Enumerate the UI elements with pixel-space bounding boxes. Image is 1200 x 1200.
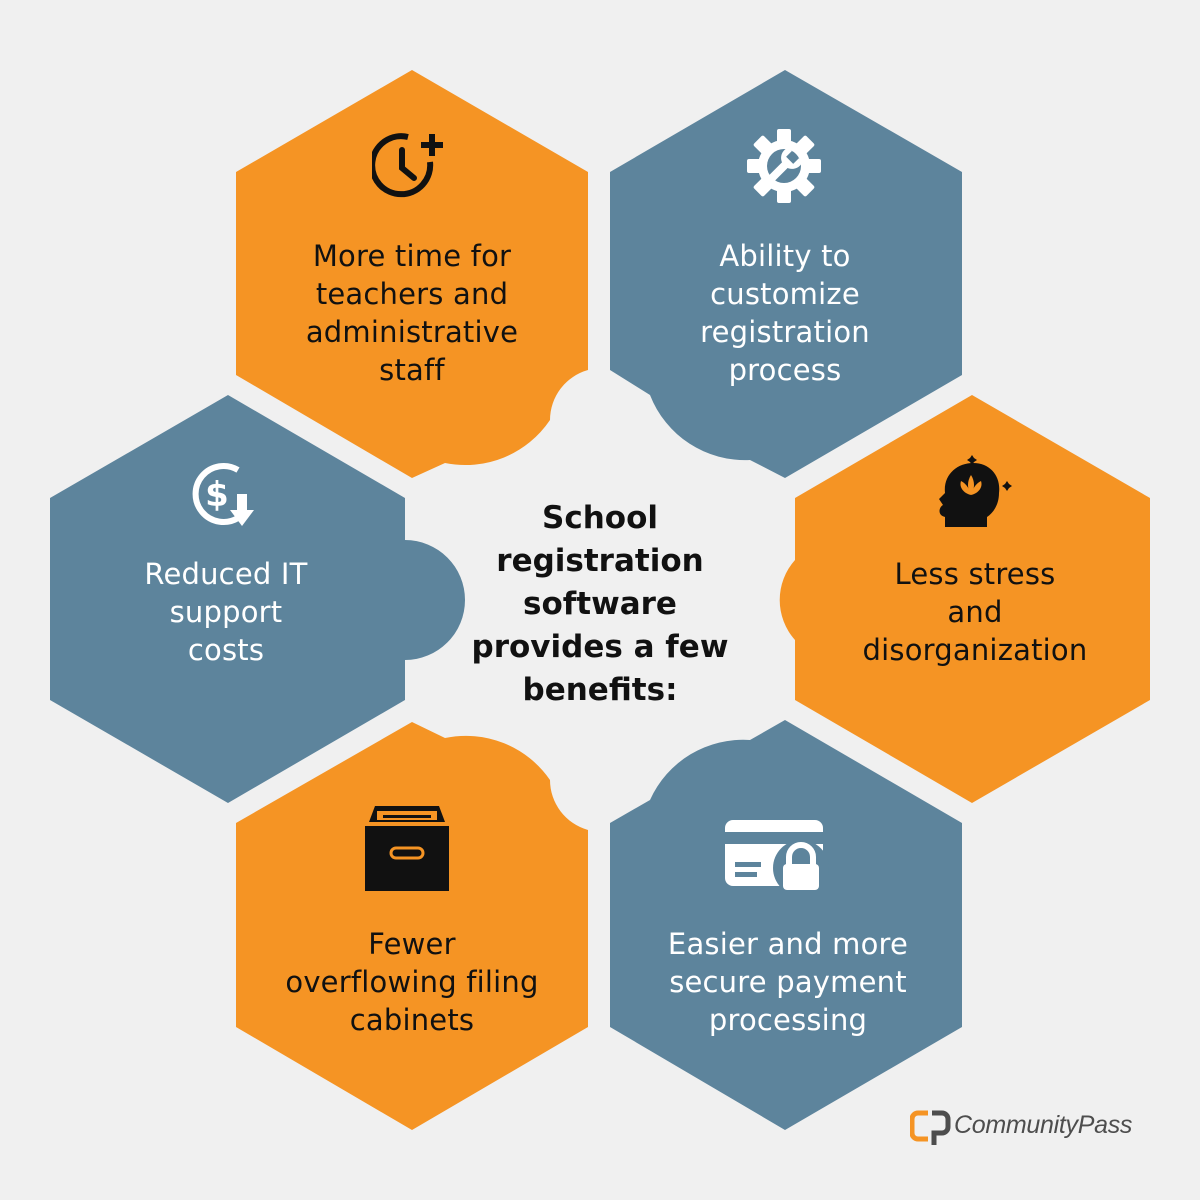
communitypass-logo-mark (909, 1110, 951, 1145)
hexagon-more-time (236, 70, 588, 478)
communitypass-logo: CommunityPass (909, 1107, 1160, 1147)
benefit-label-more-time: More time for teachers and administrativ… (305, 239, 519, 387)
mind-lotus-icon (939, 455, 1012, 527)
dollar-down-icon: $ (192, 463, 254, 526)
center-title: School registration software provides a … (471, 500, 729, 708)
benefit-label-filing: Fewer overflowing filing cabinets (285, 927, 539, 1037)
file-box-icon (365, 806, 449, 891)
hexagon-less-stress (779, 395, 1150, 803)
hexagon-payment (610, 720, 962, 1130)
clock-plus-icon (372, 133, 443, 198)
card-lock-icon (725, 820, 829, 892)
hexagon-it-costs (50, 395, 465, 803)
hexagon-filing (236, 722, 588, 1130)
benefit-label-payment: Easier and more secure payment processin… (667, 927, 909, 1037)
gear-wrench-icon (747, 129, 821, 203)
benefit-label-less-stress: Less stress and disorganization (862, 557, 1088, 667)
svg-text:$: $ (205, 475, 229, 515)
logo-text: CommunityPass (954, 1111, 1133, 1139)
hexagon-customize (610, 70, 962, 478)
benefit-label-it-costs: Reduced IT support costs (144, 557, 308, 667)
benefit-label-customize: Ability to customize registration proces… (700, 239, 870, 387)
